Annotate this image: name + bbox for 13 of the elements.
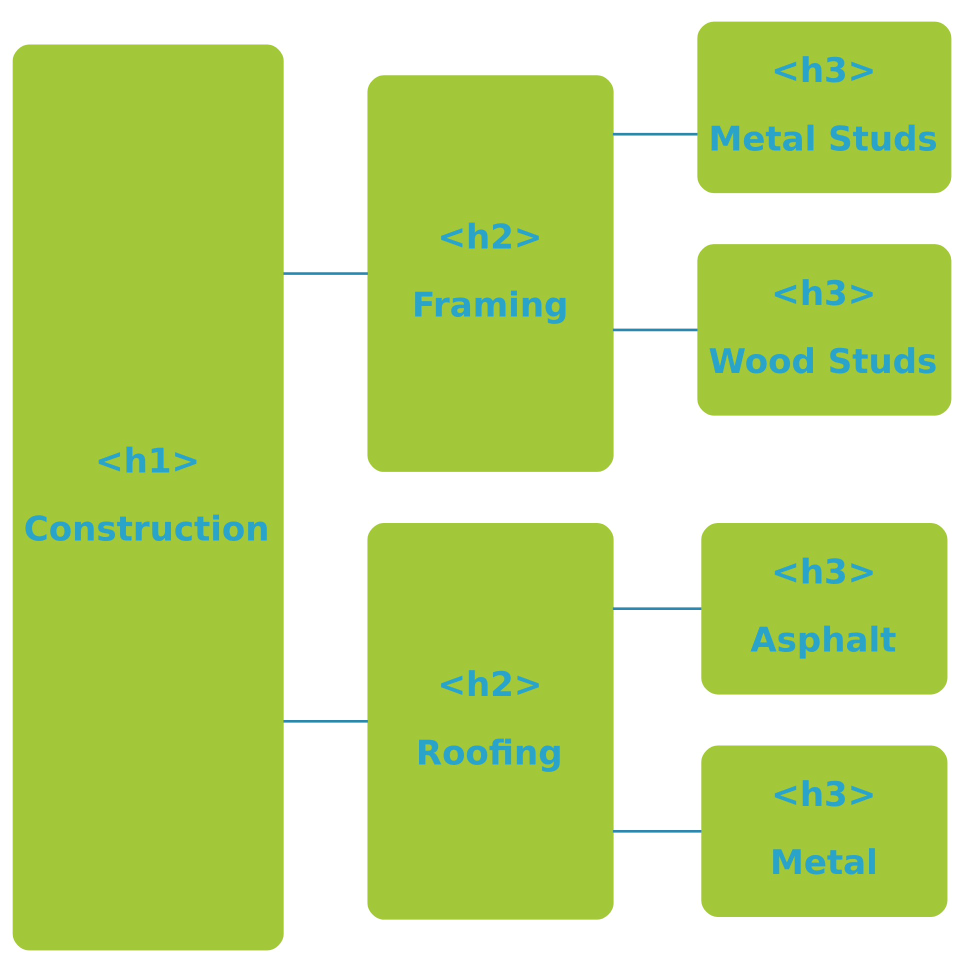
node-box: <h1> Construction (12, 44, 284, 950)
node-box: <h3> Wood Studs (697, 244, 952, 416)
connector (612, 607, 702, 610)
node-box: <h2> Roofing (367, 522, 614, 920)
connector (612, 830, 702, 833)
node-box: <h3> Asphalt (701, 522, 948, 694)
connector (283, 720, 368, 723)
node-box: <h3> Metal Studs (697, 22, 952, 194)
node-box: <h3> Metal (701, 746, 948, 918)
node-box: <h2> Framing (367, 75, 614, 472)
connector (612, 328, 698, 332)
connector (283, 272, 368, 275)
connector (612, 132, 698, 136)
